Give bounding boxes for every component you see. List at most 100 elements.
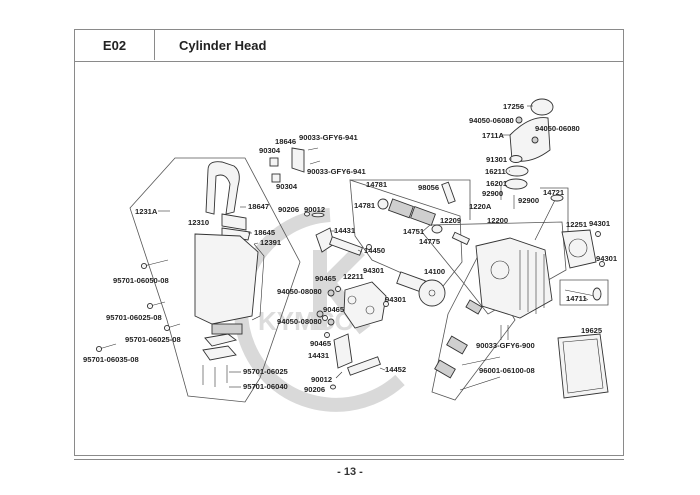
leader-lines <box>158 105 589 388</box>
part-label[interactable]: 17256 <box>503 102 524 111</box>
part-label[interactable]: 90033-GFY6-941 <box>299 133 358 142</box>
part-label[interactable]: 94301 <box>363 266 385 275</box>
part-labels: 17256 94050-06080 94050-06080 1711A 9130… <box>83 102 618 394</box>
part-label[interactable]: 12310 <box>188 218 209 227</box>
watermark-arc <box>233 208 405 412</box>
part-label[interactable]: 94301 <box>589 219 611 228</box>
bolt-head <box>95 345 103 353</box>
part-label[interactable]: 94050-06080 <box>469 116 514 125</box>
part-label[interactable]: 90012 <box>304 205 325 214</box>
dowel-part <box>383 301 389 307</box>
camshaft <box>396 271 446 307</box>
part-label[interactable]: 14431 <box>334 226 356 235</box>
part-label[interactable]: 90206 <box>304 385 325 394</box>
part-label[interactable]: 90465 <box>310 339 332 348</box>
part-label[interactable]: 90206 <box>278 205 299 214</box>
part-label[interactable]: 14751 <box>403 227 425 236</box>
rocker-shaft-part <box>347 356 381 376</box>
part-label[interactable]: 90465 <box>323 305 345 314</box>
part-label[interactable]: 90033-GFY6-900 <box>476 341 535 350</box>
part-label[interactable]: 1220A <box>469 202 492 211</box>
part-label[interactable]: 19625 <box>581 326 603 335</box>
part-label[interactable]: 12209 <box>440 216 461 225</box>
part-label[interactable]: 14781 <box>366 180 388 189</box>
separator-plate <box>204 333 238 347</box>
part-label[interactable]: 94050-08080 <box>277 287 322 296</box>
cam-holder-part <box>343 281 387 329</box>
nut-part <box>515 116 523 124</box>
cover-base <box>211 323 243 335</box>
part-label[interactable]: 95701-06050-08 <box>113 276 169 285</box>
gasket-part <box>504 178 528 190</box>
part-label[interactable]: 14431 <box>308 351 330 360</box>
part-label[interactable]: 90465 <box>315 274 337 283</box>
header-row: E02 Cylinder Head <box>75 30 623 62</box>
dowel-part <box>366 244 372 250</box>
part-label[interactable]: 90033-GFY6-941 <box>307 167 366 176</box>
part-label[interactable]: 18645 <box>254 228 276 237</box>
part-label[interactable]: 98056 <box>418 183 439 192</box>
part-label[interactable]: 14450 <box>364 246 385 255</box>
leader <box>584 297 589 301</box>
part-label[interactable]: 12211 <box>343 272 364 281</box>
part-label[interactable]: 90012 <box>311 375 332 384</box>
part-label[interactable]: 1231A <box>135 207 158 216</box>
spark-plug-part <box>441 181 456 204</box>
part-label[interactable]: 14781 <box>354 201 376 210</box>
part-label[interactable]: 18647 <box>248 202 269 211</box>
part-label[interactable]: 14711 <box>566 294 587 303</box>
cover-gasket <box>557 333 609 399</box>
part-label[interactable]: 90304 <box>259 146 281 155</box>
gasket-part <box>291 147 305 173</box>
separator-plate <box>202 345 237 361</box>
lower-valve-springs <box>434 299 483 379</box>
rocker-arm-part <box>333 333 353 369</box>
part-label[interactable]: 1711A <box>482 131 504 140</box>
head-gasket-part <box>561 229 597 269</box>
spring-part <box>434 359 456 379</box>
part-label[interactable]: 95701-06025-08 <box>106 313 162 322</box>
part-label[interactable]: 95701-06025 <box>243 367 289 376</box>
part-label[interactable]: 95701-06040 <box>243 382 288 391</box>
part-label[interactable]: 16201 <box>486 179 508 188</box>
part-label[interactable]: 94050-08080 <box>277 317 322 326</box>
part-label[interactable]: 12200 <box>487 216 508 225</box>
exhaust-valve <box>534 194 564 241</box>
cylinder-head-part <box>475 237 553 319</box>
insulator-part <box>505 165 529 177</box>
nut-part <box>327 318 335 326</box>
part-label[interactable]: 12391 <box>260 238 282 247</box>
part-label[interactable]: 91301 <box>486 155 508 164</box>
footer-divider <box>74 459 624 460</box>
part-label[interactable]: 14721 <box>543 188 565 197</box>
part-label[interactable]: 14100 <box>424 267 445 276</box>
part-label[interactable]: 94301 <box>385 295 407 304</box>
part-label[interactable]: 16211 <box>485 167 506 176</box>
bolt-head <box>163 324 171 332</box>
part-label[interactable]: 18646 <box>275 137 296 146</box>
valve-springs <box>377 198 471 246</box>
dowel-part <box>595 231 601 237</box>
part-label[interactable]: 94050-06080 <box>535 124 580 133</box>
part-label[interactable]: 12251 <box>566 220 588 229</box>
part-label[interactable]: 14775 <box>419 237 441 246</box>
watermark-text: KYMCO <box>258 306 355 336</box>
cam-holder <box>343 281 387 329</box>
retainer-part <box>377 198 389 210</box>
dowel-part <box>599 261 605 267</box>
valve-group-outline <box>350 179 471 220</box>
part-label[interactable]: 92900 <box>518 196 539 205</box>
part-label[interactable]: 96001-06100-08 <box>479 366 535 375</box>
intake-manifold <box>500 98 554 209</box>
page-number: - 13 - <box>337 466 363 478</box>
combustion-chamber <box>490 260 510 280</box>
part-label[interactable]: 14452 <box>385 365 406 374</box>
part-label[interactable]: 95701-06035-08 <box>83 355 139 364</box>
screw-part <box>335 371 343 379</box>
part-label[interactable]: 90304 <box>276 182 298 191</box>
part-label[interactable]: 94301 <box>596 254 618 263</box>
part-label[interactable]: 95701-06025-08 <box>125 335 181 344</box>
part-label[interactable]: 92900 <box>482 189 503 198</box>
intake-valve-stem <box>564 289 596 297</box>
pipe-flange-part <box>221 213 247 231</box>
